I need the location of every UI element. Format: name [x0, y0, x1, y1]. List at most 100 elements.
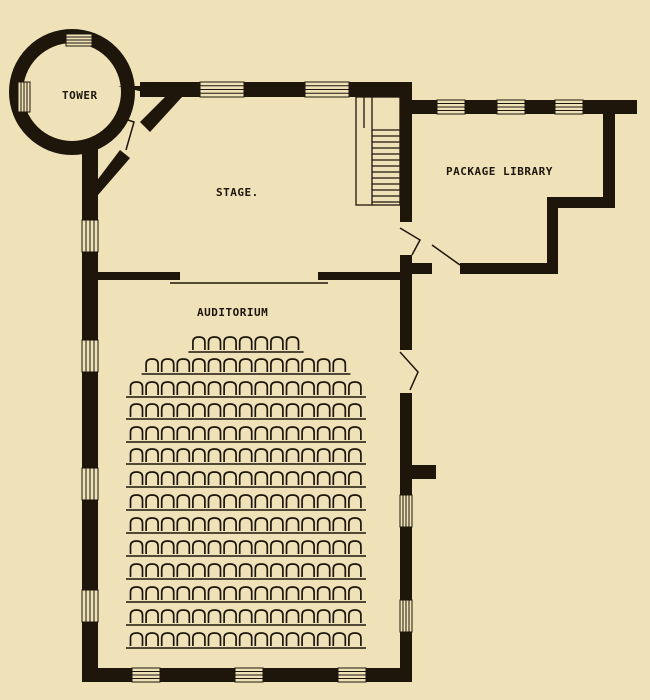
east-wall-middle [400, 255, 412, 350]
seat-row [126, 471, 366, 488]
seat [301, 586, 315, 600]
seat [207, 358, 222, 372]
seat [145, 381, 159, 395]
seat [332, 448, 347, 462]
staircase [355, 96, 401, 206]
seat [223, 517, 237, 531]
seat [316, 540, 331, 554]
seat [316, 358, 331, 372]
seat [176, 358, 191, 372]
library-east-wall [603, 100, 615, 208]
seat [238, 632, 253, 646]
window [399, 494, 413, 528]
seat [207, 448, 222, 462]
seat [176, 494, 191, 508]
seat [207, 381, 222, 395]
seat [316, 471, 331, 485]
room-label-auditorium: AUDITORIUM [197, 306, 269, 319]
seat [348, 381, 362, 395]
tower-door [121, 117, 135, 151]
seat [192, 426, 206, 440]
window [199, 81, 245, 98]
seat [348, 426, 362, 440]
seat [332, 586, 347, 600]
seat [270, 609, 284, 623]
seat [332, 381, 347, 395]
seat [223, 609, 237, 623]
seat [176, 609, 191, 623]
seat [285, 494, 300, 508]
seat [285, 358, 300, 372]
seat [285, 381, 300, 395]
seat [270, 403, 284, 417]
seat [129, 609, 144, 623]
seat [238, 586, 253, 600]
seat [332, 403, 347, 417]
seat [145, 403, 159, 417]
seat [207, 336, 222, 350]
seat [207, 426, 222, 440]
seat [254, 336, 269, 350]
window [399, 599, 413, 633]
seat-row [126, 426, 366, 443]
seat [348, 494, 362, 508]
seat [160, 426, 175, 440]
seat [285, 336, 300, 350]
seat [270, 494, 284, 508]
seat [348, 586, 362, 600]
seat [129, 632, 144, 646]
seat [207, 609, 222, 623]
seat [145, 609, 159, 623]
seat-row [126, 540, 366, 557]
seat [254, 586, 269, 600]
seat-row [126, 517, 366, 534]
seat [238, 540, 253, 554]
seat [129, 381, 144, 395]
seat [207, 517, 222, 531]
seat [192, 586, 206, 600]
seat [129, 403, 144, 417]
window [131, 667, 161, 683]
seat [270, 448, 284, 462]
seat [160, 403, 175, 417]
seat [145, 517, 159, 531]
seat [145, 426, 159, 440]
seat [223, 381, 237, 395]
seat [285, 471, 300, 485]
seat [285, 609, 300, 623]
seat [160, 494, 175, 508]
library-door-swing [431, 244, 461, 266]
seat [238, 517, 253, 531]
seat [316, 632, 331, 646]
seat [285, 403, 300, 417]
seat [348, 563, 362, 577]
seat [332, 609, 347, 623]
seat [348, 632, 362, 646]
seat [348, 540, 362, 554]
seat [254, 517, 269, 531]
seat [176, 540, 191, 554]
seat [316, 426, 331, 440]
seat-row [126, 448, 366, 465]
seat [238, 358, 253, 372]
library-step-wall [547, 197, 615, 208]
seat [254, 494, 269, 508]
seat [223, 494, 237, 508]
window [337, 667, 367, 683]
seat [129, 448, 144, 462]
seat [207, 632, 222, 646]
seat [160, 540, 175, 554]
seat [176, 403, 191, 417]
seat [238, 448, 253, 462]
seat [316, 494, 331, 508]
seat [223, 426, 237, 440]
seat [238, 563, 253, 577]
seat [192, 471, 206, 485]
seat [301, 540, 315, 554]
seat [145, 494, 159, 508]
seat [254, 540, 269, 554]
seat [129, 586, 144, 600]
proscenium-wall-right [318, 272, 400, 280]
seat [301, 563, 315, 577]
